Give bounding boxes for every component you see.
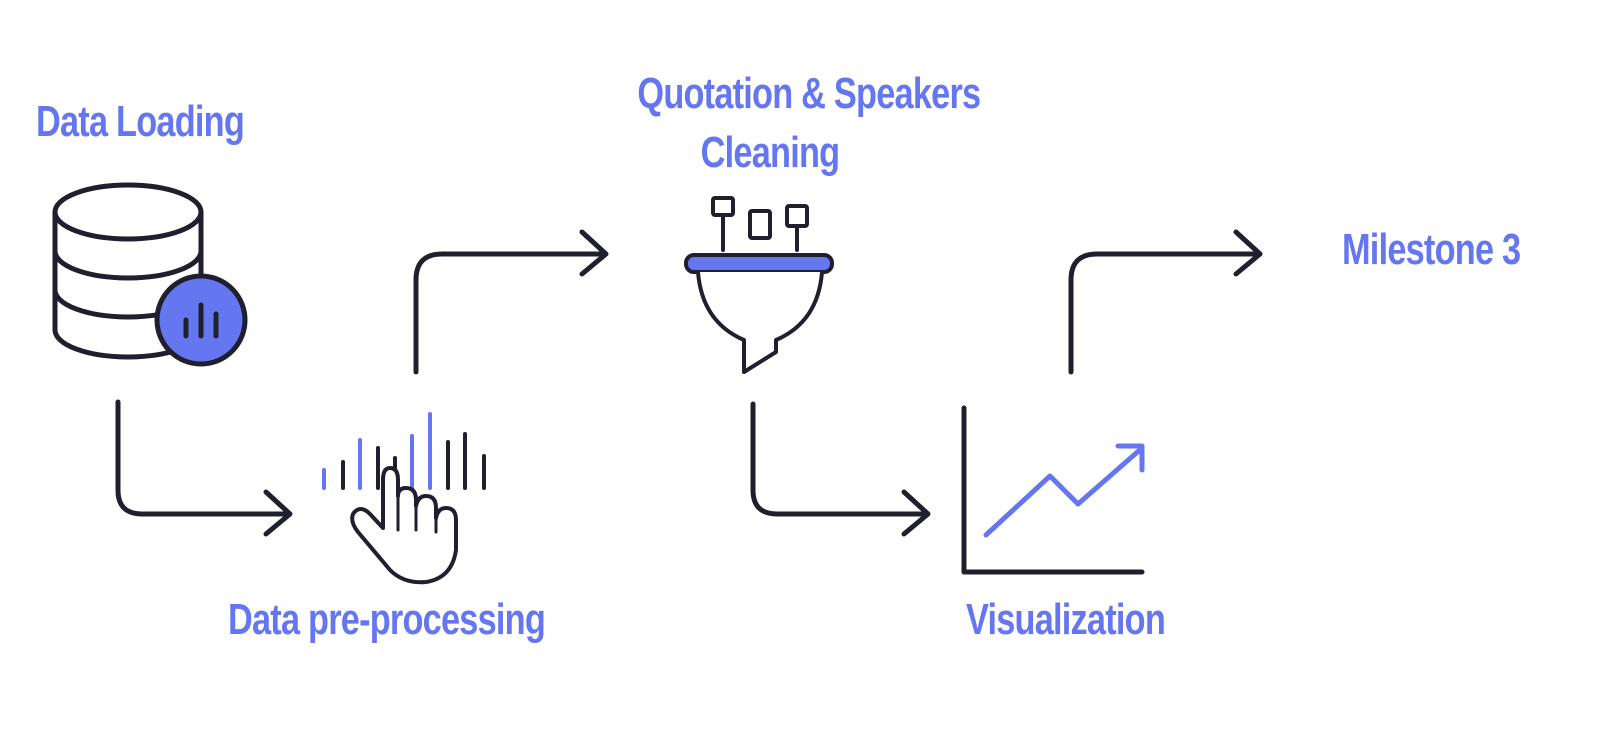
- step-label-preprocessing: Data pre-processing: [228, 595, 546, 644]
- database-chart-icon: [52, 182, 248, 367]
- step-label-cleaning-line1: Quotation & Speakers: [637, 69, 981, 118]
- step-label-cleaning: Quotation & Speakers Cleaning: [637, 64, 981, 183]
- arrow-cleaning-to-visualization: [750, 401, 931, 537]
- funnel-filter-icon: [684, 196, 834, 374]
- step-label-cleaning-line2: Cleaning: [700, 128, 840, 178]
- arrow-loading-to-preprocessing: [115, 399, 293, 537]
- arrow-preprocessing-to-cleaning: [413, 229, 609, 375]
- arrow-visualization-to-milestone: [1068, 229, 1263, 375]
- step-label-data-loading: Data Loading: [36, 97, 245, 146]
- hand-soundwave-icon: [322, 412, 486, 585]
- line-chart-icon: [961, 405, 1145, 575]
- step-label-milestone: Milestone 3: [1342, 225, 1521, 274]
- step-label-visualization: Visualization: [966, 595, 1166, 644]
